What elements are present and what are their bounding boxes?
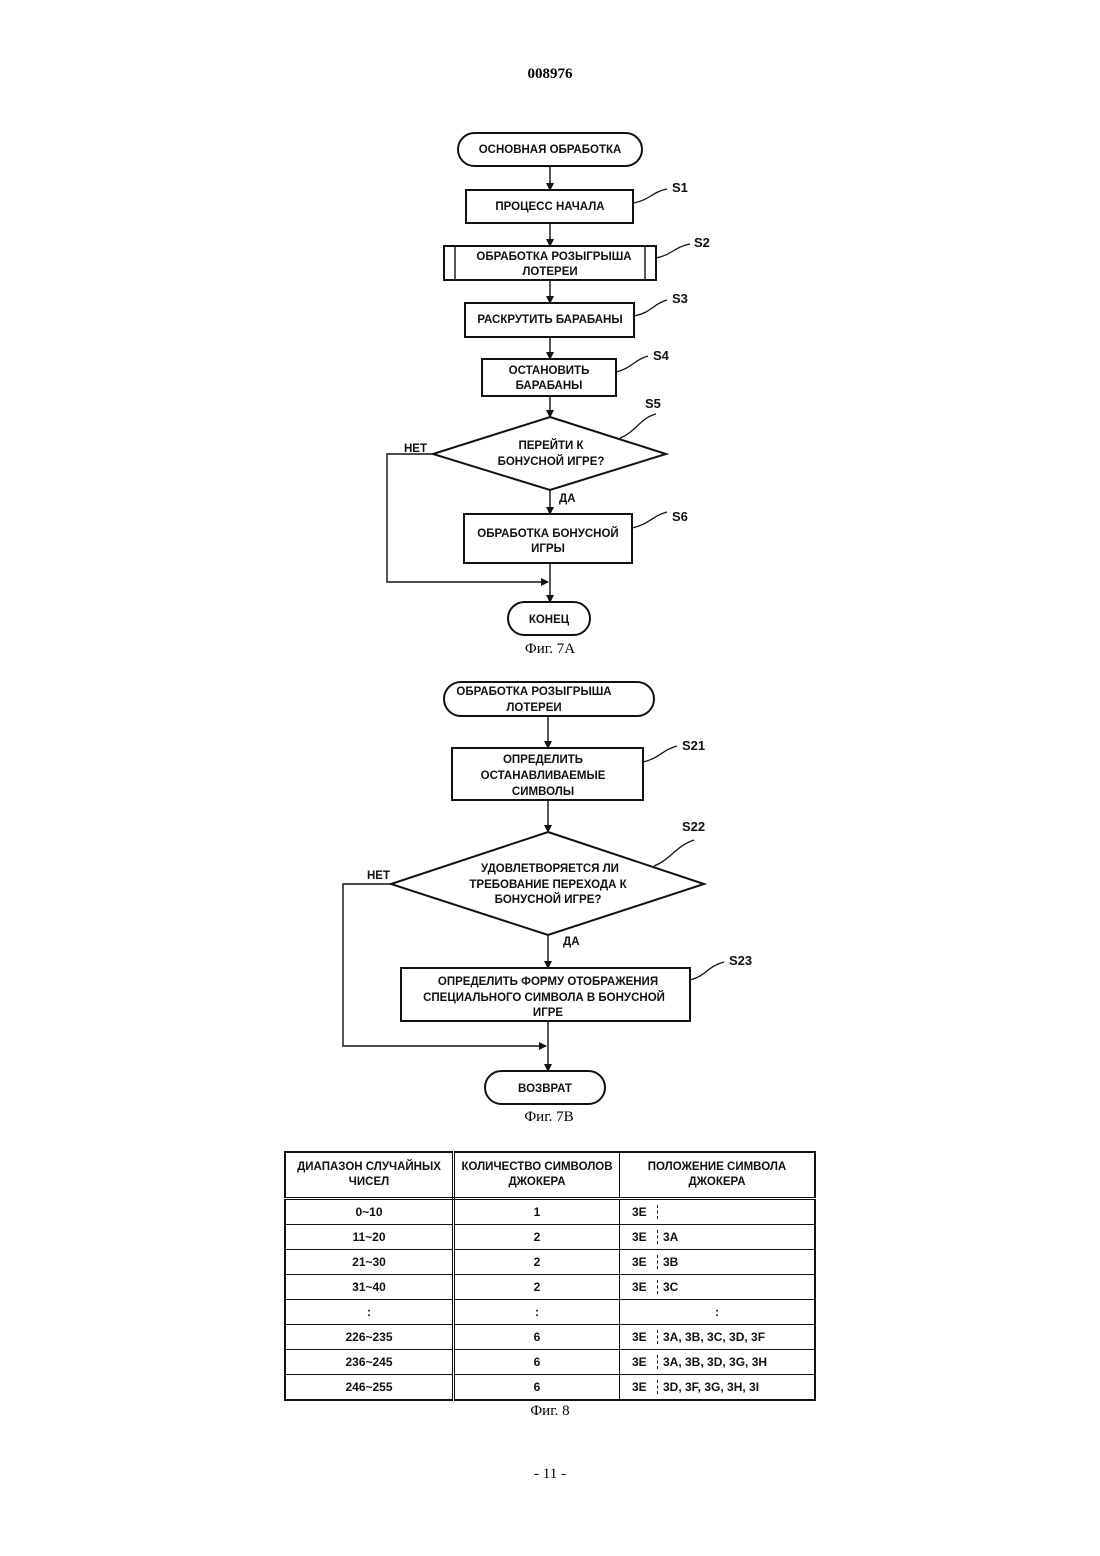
table-row-ellipsis: : : : — [285, 1300, 815, 1325]
table-header-row: ДИАПАЗОН СЛУЧАЙНЫХ ЧИСЕЛ КОЛИЧЕСТВО СИМВ… — [285, 1152, 815, 1199]
range-cell: 236~245 — [285, 1350, 454, 1375]
position-cell: 3E — [620, 1199, 816, 1225]
position-cell: : — [620, 1300, 816, 1325]
s21-leader — [643, 746, 677, 762]
range-cell: 0~10 — [285, 1199, 454, 1225]
table-row: 31~40 2 3E3C — [285, 1275, 815, 1300]
s5-text-line2: БОНУСНОЙ ИГРЕ? — [498, 455, 605, 468]
s5-text-line1: ПЕРЕЙТИ К — [518, 439, 584, 452]
s22-text-line1: УДОВЛЕТВОРЯЕТСЯ ЛИ — [481, 863, 619, 875]
count-cell: 2 — [454, 1225, 620, 1250]
count-cell: 1 — [454, 1199, 620, 1225]
s23-leader — [690, 962, 724, 980]
s4-leader — [616, 356, 648, 372]
s22-leader — [654, 840, 694, 866]
position-cell: 3E3C — [620, 1275, 816, 1300]
fig7b-caption: Фиг. 7В — [524, 1109, 573, 1125]
s2-text-line1: ОБРАБОТКА РОЗЫГРЫША — [476, 251, 631, 263]
s2-text-line2: ЛОТЕРЕИ — [522, 266, 577, 278]
s4-text-line2: БАРАБАНЫ — [516, 380, 583, 392]
range-cell: 246~255 — [285, 1375, 454, 1401]
table-row: 0~10 1 3E — [285, 1199, 815, 1225]
table-row: 236~245 6 3E3A, 3B, 3D, 3G, 3H — [285, 1350, 815, 1375]
s6-text-line1: ОБРАБОТКА БОНУСНОЙ — [477, 527, 618, 540]
s21-text-line1: ОПРЕДЕЛИТЬ — [503, 754, 583, 766]
position-cell: 3E3B — [620, 1250, 816, 1275]
s1-label: S1 — [672, 180, 688, 195]
fig7b-flowchart: ОБРАБОТКА РОЗЫГРЫША ЛОТЕРЕИ ОПРЕДЕЛИТЬ О… — [343, 682, 752, 1125]
s1-leader — [633, 189, 667, 203]
s23-label: S23 — [729, 953, 752, 968]
table-row: 11~20 2 3E3A — [285, 1225, 815, 1250]
range-cell: 11~20 — [285, 1225, 454, 1250]
header-joker-position: ПОЛОЖЕНИЕ СИМВОЛА ДЖОКЕРА — [620, 1152, 816, 1199]
s6-label: S6 — [672, 509, 688, 524]
header-joker-count: КОЛИЧЕСТВО СИМВОЛОВ ДЖОКЕРА — [454, 1152, 620, 1199]
s5-decision — [433, 417, 666, 490]
table-row: 226~235 6 3E3A, 3B, 3C, 3D, 3F — [285, 1325, 815, 1350]
header-random-range: ДИАПАЗОН СЛУЧАЙНЫХ ЧИСЕЛ — [285, 1152, 454, 1199]
end-terminal-text: КОНЕЦ — [529, 614, 570, 626]
range-cell: 226~235 — [285, 1325, 454, 1350]
range-cell: 21~30 — [285, 1250, 454, 1275]
count-cell: 6 — [454, 1375, 620, 1401]
position-cell: 3E3D, 3F, 3G, 3H, 3I — [620, 1375, 816, 1401]
s21-label: S21 — [682, 738, 705, 753]
s23-text-line3: ИГРЕ — [533, 1007, 563, 1019]
count-cell: 6 — [454, 1350, 620, 1375]
start-terminal-text: ОСНОВНАЯ ОБРАБОТКА — [479, 144, 622, 156]
s6-leader — [632, 512, 667, 528]
s3-text: РАСКРУТИТЬ БАРАБАНЫ — [477, 314, 622, 326]
s21-text-line2: ОСТАНАВЛИВАЕМЫЕ — [481, 770, 606, 782]
joker-table: ДИАПАЗОН СЛУЧАЙНЫХ ЧИСЕЛ КОЛИЧЕСТВО СИМВ… — [284, 1151, 816, 1401]
s5-no-label: НЕТ — [404, 443, 427, 455]
s5-leader — [620, 414, 656, 438]
s22-text-line2: ТРЕБОВАНИЕ ПЕРЕХОДА К — [469, 879, 627, 891]
range-cell: : — [285, 1300, 454, 1325]
range-cell: 31~40 — [285, 1275, 454, 1300]
fig7a-caption: Фиг. 7А — [525, 641, 575, 657]
page-footer: - 11 - — [0, 1466, 1100, 1483]
return-terminal-text: ВОЗВРАТ — [518, 1083, 572, 1095]
s22-no-label: НЕТ — [367, 870, 390, 882]
s4-label: S4 — [653, 348, 670, 363]
start-text-line1: ОБРАБОТКА РОЗЫГРЫША — [456, 686, 611, 698]
s5-yes-label: ДА — [559, 493, 576, 505]
start-text-line2: ЛОТЕРЕИ — [506, 702, 561, 714]
count-cell: : — [454, 1300, 620, 1325]
count-cell: 6 — [454, 1325, 620, 1350]
s3-leader — [634, 300, 667, 316]
count-cell: 2 — [454, 1275, 620, 1300]
fig8-caption: Фиг. 8 — [0, 1403, 1100, 1420]
s22-yes-label: ДА — [563, 936, 580, 948]
s1-text: ПРОЦЕСС НАЧАЛА — [495, 201, 604, 213]
s23-text-line2: СПЕЦИАЛЬНОГО СИМВОЛА В БОНУСНОЙ — [423, 991, 665, 1004]
position-cell: 3E3A — [620, 1225, 816, 1250]
table-row: 246~255 6 3E3D, 3F, 3G, 3H, 3I — [285, 1375, 815, 1401]
s23-text-line1: ОПРЕДЕЛИТЬ ФОРМУ ОТОБРАЖЕНИЯ — [438, 976, 658, 988]
s2-leader — [656, 244, 690, 258]
position-cell: 3E3A, 3B, 3C, 3D, 3F — [620, 1325, 816, 1350]
s4-text-line1: ОСТАНОВИТЬ — [509, 365, 590, 377]
s3-label: S3 — [672, 291, 688, 306]
fig7a-flowchart: ОСНОВНАЯ ОБРАБОТКА ПРОЦЕСС НАЧАЛА S1 ОБР… — [387, 133, 710, 657]
count-cell: 2 — [454, 1250, 620, 1275]
s5-label: S5 — [645, 396, 661, 411]
position-cell: 3E3A, 3B, 3D, 3G, 3H — [620, 1350, 816, 1375]
s22-label: S22 — [682, 819, 705, 834]
s22-text-line3: БОНУСНОЙ ИГРЕ? — [495, 893, 602, 906]
table-row: 21~30 2 3E3B — [285, 1250, 815, 1275]
s21-text-line3: СИМВОЛЫ — [512, 786, 574, 798]
s2-label: S2 — [694, 235, 710, 250]
s6-text-line2: ИГРЫ — [531, 543, 565, 555]
